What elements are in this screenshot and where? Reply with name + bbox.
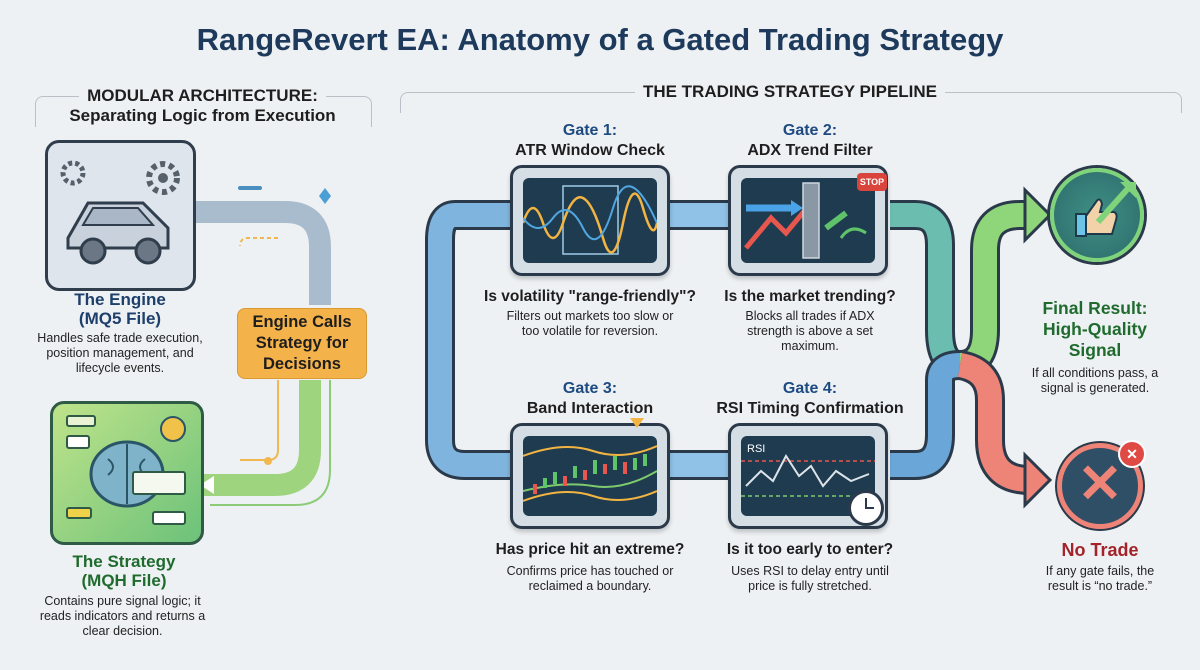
gate-3-label: Gate 3:	[562, 380, 618, 397]
x-icon: ✕	[1077, 454, 1123, 514]
stop-sign-icon: STOP	[857, 173, 887, 191]
left-section-subheading: Separating Logic from Execution	[69, 106, 336, 125]
engine-to-connector-pipe	[190, 201, 331, 305]
strategy-illustration	[50, 401, 204, 545]
gate-2-label: Gate 2:	[782, 122, 838, 139]
thumbs-up-icon	[1075, 181, 1136, 237]
gate-2-question: Is the market trending?	[724, 288, 896, 305]
failure-title: No Trade	[1061, 540, 1139, 560]
car-gear-icon	[60, 160, 180, 265]
strategy-description: Contains pure signal logic; it reads ind…	[39, 594, 206, 638]
strategy-file: (MQH File)	[81, 571, 167, 590]
close-badge-icon: ✕	[1118, 440, 1146, 468]
volatility-wave-icon	[523, 185, 657, 255]
gate-1-name: ATR Window Check	[515, 142, 665, 159]
gate-4-question: Is it too early to enter?	[726, 541, 894, 558]
gate-1-label: Gate 1:	[562, 122, 618, 139]
pipeline-heading: THE TRADING STRATEGY PIPELINE	[634, 82, 946, 101]
gate-1-screen	[510, 165, 670, 276]
marker-icon	[630, 418, 644, 428]
gate-4-label: Gate 4:	[782, 380, 838, 397]
engine-title: The Engine	[74, 290, 166, 309]
success-title-1: Final Result:	[1042, 298, 1148, 318]
engine-illustration	[45, 140, 196, 291]
strategy-title: The Strategy	[72, 552, 176, 571]
gate-4-name: RSI Timing Confirmation	[716, 400, 904, 417]
page-title: RangeRevert EA: Anatomy of a Gated Tradi…	[196, 22, 1004, 57]
trend-filter-icon	[744, 182, 867, 259]
gate-2-screen	[728, 165, 888, 276]
brain-icon	[66, 415, 186, 525]
gate-2-name: ADX Trend Filter	[747, 142, 873, 159]
dot-icon	[264, 457, 272, 465]
failure-description: If any gate fails, the result is “no tra…	[1045, 564, 1155, 593]
clock-icon	[848, 490, 884, 526]
gate-3-description: Confirms price has touched or reclaimed …	[506, 564, 674, 593]
left-section-heading: MODULAR ARCHITECTURE:	[79, 86, 326, 105]
engine-file: (MQ5 File)	[78, 309, 162, 328]
candlestick-band-icon	[523, 445, 657, 502]
diamond-icon	[319, 188, 331, 204]
success-icon	[1050, 168, 1144, 262]
arrow-right-icon	[1023, 451, 1053, 509]
rsi-chart-icon: RSI	[741, 443, 875, 497]
arrow-right-icon	[1023, 186, 1053, 244]
success-title-2: High-Quality	[1042, 319, 1148, 339]
arrow-left-icon	[200, 476, 214, 494]
engine-calls-strategy-box: Engine Calls Strategy for Decisions	[237, 308, 367, 379]
gate-2-description: Blocks all trades if ADX strength is abo…	[745, 309, 875, 353]
success-description: If all conditions pass, a signal is gene…	[1031, 366, 1159, 395]
gate-3-screen	[510, 423, 670, 529]
connector-to-strategy-pipe	[200, 380, 321, 496]
rsi-label: RSI	[747, 443, 765, 455]
engine-description: Handles safe trade execution, position m…	[37, 331, 203, 375]
gate-3-name: Band Interaction	[526, 400, 654, 417]
success-title-3: Signal	[1068, 340, 1122, 360]
failure-pipe	[957, 353, 1031, 492]
gate-3-question: Has price hit an extreme?	[495, 541, 685, 558]
gate-1-question: Is volatility "range-friendly"?	[484, 288, 696, 305]
gate-1-description: Filters out markets too slow or too vola…	[506, 309, 674, 338]
gate-4-description: Uses RSI to delay entry until price is f…	[731, 564, 889, 593]
